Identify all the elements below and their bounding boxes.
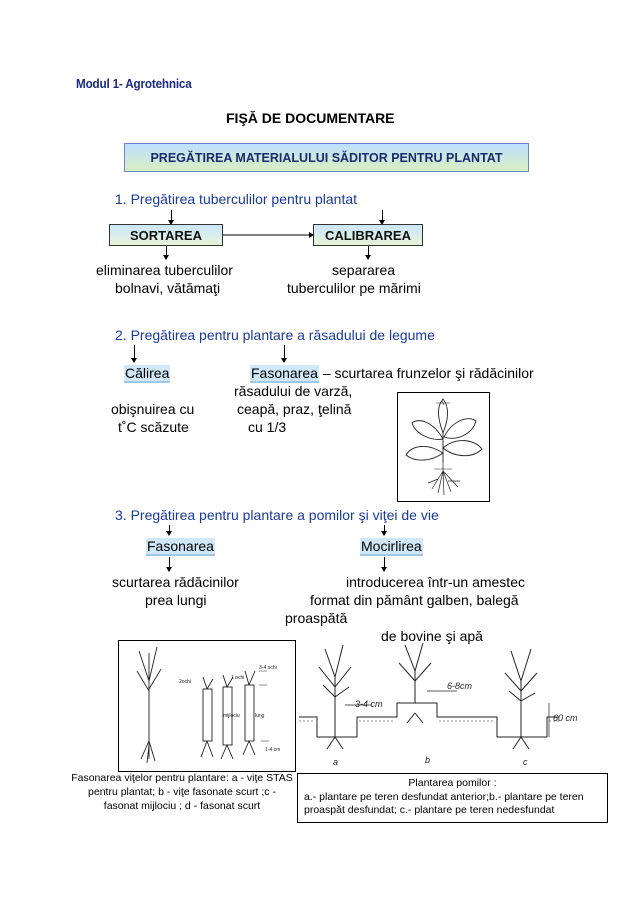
arrow [166, 525, 172, 536]
term-calirea: Călirea [124, 365, 171, 383]
arrow [379, 210, 385, 225]
tree-label: 60 cm [553, 713, 578, 723]
box-calibrarea: CALIBRAREA [313, 224, 423, 246]
document-title: FIŞĂ DE DOCUMENTARE [226, 110, 395, 126]
calibrarea-def-line2: tuberculilor pe mărimi [287, 280, 421, 296]
section2-heading: 2. Pregătirea pentru plantare a răsadulu… [115, 327, 435, 343]
section3-heading: 3. Pregătirea pentru plantare a pomilor … [115, 507, 439, 523]
caption-tree-planting-title: Plantarea pomilor : [408, 777, 497, 789]
vine-label: 2ochi [179, 679, 191, 685]
caption-vine-cuttings: Fasonarea viţelor pentru plantare: a - v… [71, 772, 293, 812]
vine-label: 1 ochi [231, 675, 244, 681]
vine-label: mijlociu [223, 713, 240, 719]
arrow [131, 345, 137, 363]
tree-label: a [333, 757, 338, 767]
arrow [168, 210, 174, 225]
calibrarea-def-line1: separarea [332, 262, 396, 278]
fasonarea-def-line2: răsadului de varză, [234, 383, 353, 399]
banner-text: PREGĂTIREA MATERIALULUI SĂDITOR PENTRU P… [150, 150, 503, 165]
mocirlirea-def-line3: proaspătă [285, 610, 348, 626]
fasonarea-vie-def-line1: scurtarea rădăcinilor [112, 574, 239, 590]
fasonarea-def-line4: cu 1/3 [248, 419, 287, 435]
term-fasonarea: Fasonarea [250, 365, 319, 383]
caption-tree-planting: Plantarea pomilor : a.- plantare pe tere… [297, 773, 608, 823]
vine-cuttings-illustration: 3-4 ochi 2ochi 1 ochi mijlociu lung 1-4 … [118, 640, 296, 772]
fasonarea-definition: Fasonarea – scurtarea frunzelor şi rădăc… [250, 365, 534, 383]
tree-label: 6-8cm [447, 681, 473, 691]
arrow [166, 557, 172, 572]
vine-label: 1-4 cm [265, 747, 280, 753]
vine-label: lung [255, 713, 265, 719]
calirea-def-line1: obişnuirea cu [111, 401, 195, 417]
fasonarea-vie-def-line2: prea lungi [145, 592, 207, 608]
arrow [365, 246, 371, 260]
term-mocirlirea: Mocirlirea [360, 538, 423, 556]
seedling-drawing [405, 398, 483, 496]
caption-tree-planting-body: a.- plantare pe teren desfundat anterior… [304, 790, 584, 817]
arrow [381, 557, 387, 572]
mocirlirea-def-line1: introducerea într-un amestec [346, 574, 525, 590]
tree-label: b [425, 755, 430, 765]
tree-label: c [523, 757, 528, 767]
tree-label: 3-4 cm [355, 699, 383, 709]
arrow [281, 345, 287, 363]
vine-cuttings-drawing: 3-4 ochi 2ochi 1 ochi mijlociu lung 1-4 … [136, 646, 280, 764]
mocirlirea-def-line4: de bovine şi apă [381, 628, 483, 644]
arrow [163, 246, 169, 260]
seedling-illustration [397, 392, 490, 502]
module-label: Modul 1- Agrotehnica [76, 76, 192, 91]
mocirlirea-def-line2: format din pământ galben, balegă [310, 592, 519, 608]
fasonarea-def-line1: – scurtarea frunzelor şi rădăcinilor [318, 365, 534, 381]
sortarea-def-line1: eliminarea tuberculilor [96, 262, 233, 278]
term-fasonarea-vie: Fasonarea [146, 538, 215, 556]
sortarea-def-line2: bolnavi, vătămaţi [115, 280, 221, 296]
connector-arrow [223, 232, 314, 238]
tree-planting-drawing: 3-4 cm 6-8cm 60 cm a b c [299, 642, 578, 767]
calirea-def-line2: t˚C scăzute [118, 419, 189, 435]
box-sortarea: SORTAREA [109, 224, 223, 246]
section1-heading: 1. Pregătirea tuberculilor pentru planta… [115, 191, 358, 207]
tree-planting-illustration: 3-4 cm 6-8cm 60 cm a b c [297, 637, 587, 771]
arrow [381, 525, 387, 536]
banner-title: PREGĂTIREA MATERIALULUI SĂDITOR PENTRU P… [124, 143, 529, 172]
fasonarea-def-line3: ceapă, praz, ţelină [237, 401, 352, 417]
vine-label: 3-4 ochi [259, 665, 277, 671]
